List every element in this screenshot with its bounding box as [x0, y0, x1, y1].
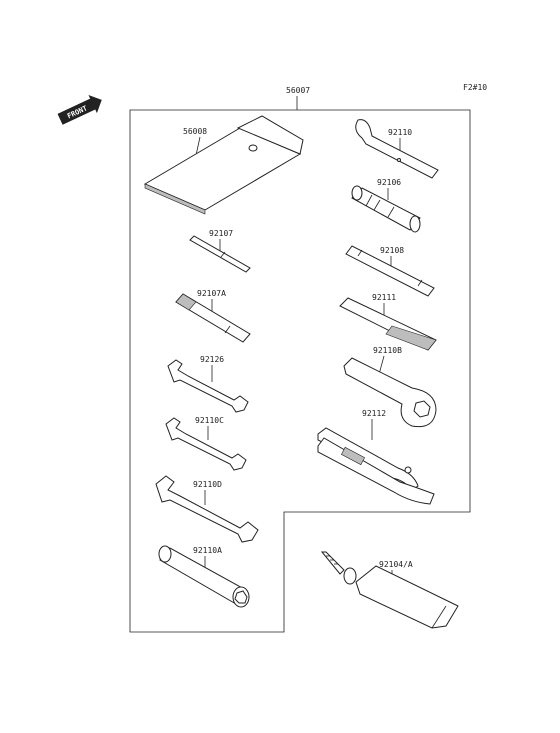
callout-handle: 92111: [372, 293, 396, 302]
tool-pouch: [143, 115, 304, 215]
callout-screwdriver-grip: 92107A: [197, 289, 226, 298]
hook-spanner: [355, 119, 439, 179]
callout-hook-spanner: 92110: [388, 128, 412, 137]
callout-wrench-92110d: 92110D: [193, 480, 222, 489]
callout-grease-tube: 92104/A: [379, 560, 413, 569]
spark-plug-wrench: [351, 185, 421, 233]
callout-pliers: 92112: [362, 409, 386, 418]
callout-box-wrench: 92110B: [373, 346, 402, 355]
callout-screwdriver-bit: 92107: [209, 229, 233, 238]
kit-boundary: [129, 109, 471, 633]
callout-wrench-92126: 92126: [200, 355, 224, 364]
callout-wrench-92110c: 92110C: [195, 416, 224, 425]
slip-joint-pliers: [317, 427, 435, 505]
open-end-wrench-92110c: [165, 417, 247, 471]
callout-extension-bar: 92108: [380, 246, 404, 255]
grease-tube: [320, 551, 459, 629]
front-arrow-badge: FRONT: [57, 95, 102, 125]
callout-pouch: 56008: [183, 127, 207, 136]
box-wrench: [343, 357, 437, 428]
extension-bar: [345, 245, 435, 297]
page-code: F2#10: [463, 83, 487, 92]
open-end-wrench-92110d: [155, 475, 259, 543]
screwdriver-bit: [189, 235, 251, 273]
callout-kit: 56007: [286, 86, 310, 95]
handle-bar: [339, 297, 437, 351]
front-arrow-icon: [57, 95, 102, 125]
socket-wrench: [158, 545, 250, 608]
open-end-wrench-92126: [167, 359, 249, 413]
callout-socket-wrench: 92110A: [193, 546, 222, 555]
callout-spark-plug-wrench: 92106: [377, 178, 401, 187]
screwdriver-grip: [175, 293, 251, 343]
